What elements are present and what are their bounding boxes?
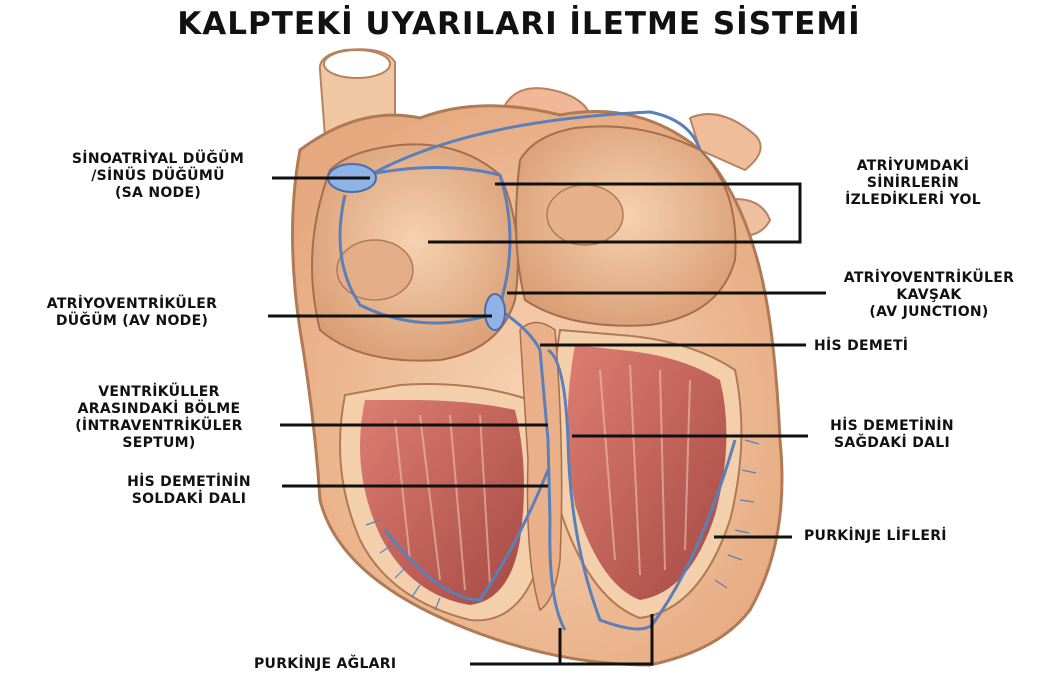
- label-line: İZLEDİKLERİ YOL: [808, 192, 1018, 209]
- label-line: SAĞDAKİ DALI: [806, 435, 978, 452]
- label-line: ATRİYOVENTRİKÜLER: [0, 296, 264, 313]
- label-line: /SİNÜS DÜĞÜMÜ: [22, 168, 294, 185]
- label-line: (İNTRAVENTRİKÜLER: [40, 418, 278, 435]
- label-line: (AV JUNCTION): [826, 304, 1032, 321]
- label-atrial-pathways: ATRİYUMDAKİ SİNİRLERİN İZLEDİKLERİ YOL: [808, 158, 1018, 209]
- label-line: HİS DEMETİNİN: [806, 418, 978, 435]
- label-line: SİNOATRİYAL DÜĞÜM: [22, 151, 294, 168]
- av-node: [485, 294, 505, 330]
- label-bundle-of-his: HİS DEMETİ: [814, 338, 908, 355]
- label-av-node: ATRİYOVENTRİKÜLER DÜĞÜM (AV NODE): [0, 296, 264, 330]
- label-line: KAVŞAK: [826, 287, 1032, 304]
- label-left-branch: HİS DEMETİNİN SOLDAKİ DALI: [96, 474, 282, 508]
- label-line: ATRİYUMDAKİ: [808, 158, 1018, 175]
- label-line: SEPTUM): [40, 435, 278, 452]
- label-purkinje-fibers: PURKİNJE LİFLERİ: [804, 528, 947, 545]
- label-sa-node: SİNOATRİYAL DÜĞÜM /SİNÜS DÜĞÜMÜ (SA NODE…: [22, 151, 294, 202]
- label-line: SOLDAKİ DALI: [96, 491, 282, 508]
- label-line: PURKİNJE LİFLERİ: [804, 528, 947, 545]
- label-line: ARASINDAKİ BÖLME: [40, 401, 278, 418]
- label-av-junction: ATRİYOVENTRİKÜLER KAVŞAK (AV JUNCTION): [826, 270, 1032, 321]
- label-purkinje-network: PURKİNJE AĞLARI: [254, 656, 396, 673]
- label-line: ATRİYOVENTRİKÜLER: [826, 270, 1032, 287]
- label-line: SİNİRLERİN: [808, 175, 1018, 192]
- label-line: DÜĞÜM (AV NODE): [0, 313, 264, 330]
- label-right-branch: HİS DEMETİNİN SAĞDAKİ DALI: [806, 418, 978, 452]
- label-line: HİS DEMETİNİN: [96, 474, 282, 491]
- label-line: (SA NODE): [22, 185, 294, 202]
- label-line: VENTRİKÜLLER: [40, 384, 278, 401]
- label-line: PURKİNJE AĞLARI: [254, 656, 396, 673]
- label-septum: VENTRİKÜLLER ARASINDAKİ BÖLME (İNTRAVENT…: [40, 384, 278, 452]
- label-line: HİS DEMETİ: [814, 338, 908, 355]
